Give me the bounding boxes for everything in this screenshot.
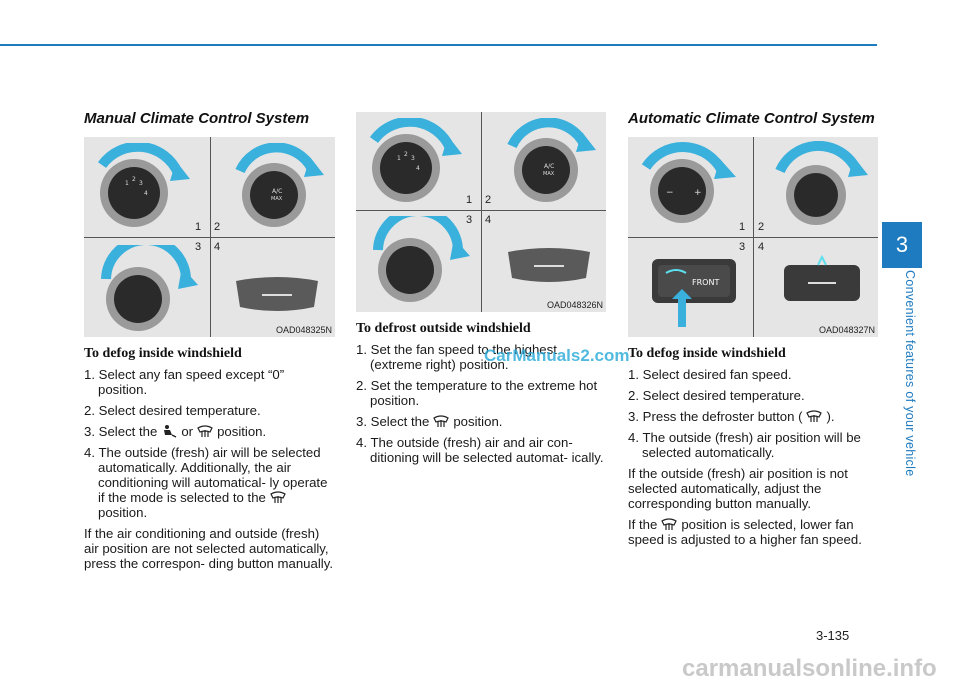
front-defrost-button-illustration: FRONT <box>652 259 736 327</box>
defrost-outside-figure: 1 2 3 4 A/C MAX 1 2 3 4 OAD048326N <box>356 112 606 312</box>
recirculation-button-illustration <box>508 248 590 282</box>
defrost-icon <box>270 491 286 503</box>
svg-text:+: + <box>694 188 702 198</box>
figure-label-2: 2 <box>758 221 765 233</box>
figure-divider-vertical <box>481 112 482 312</box>
fan-speed-dial-illustration: 1 2 3 4 <box>97 143 190 227</box>
note-paragraph: If the outside (fresh) air position is n… <box>628 466 848 511</box>
ac-label: A/C <box>544 163 554 170</box>
subheading: To defog inside windshield <box>84 346 242 361</box>
dial-mark-4: 4 <box>144 190 148 197</box>
ac-label: A/C <box>272 188 282 195</box>
recirculation-button-illustration <box>236 277 318 311</box>
figure-divider-horizontal <box>356 210 606 211</box>
step-item: 4. The outside (fresh) air position will… <box>628 430 861 460</box>
subheading: To defog inside windshield <box>628 346 786 361</box>
figure-code: OAD048327N <box>818 325 875 335</box>
automatic-climate-column: Automatic Climate Control System − + FRO… <box>628 110 878 553</box>
subheading: To defrost outside windshield <box>356 321 531 336</box>
manual-climate-figure: 1 2 3 4 A/C MAX 1 2 3 4 OAD048325N <box>84 137 335 337</box>
step-item: 1. Select desired fan speed. <box>628 367 792 382</box>
step-item: 3. Press the defroster button (). <box>628 409 835 424</box>
figure-label-4: 4 <box>214 241 221 253</box>
step-item: 1. Select any fan speed except “0” posit… <box>84 367 285 397</box>
dial-mark-1: 1 <box>397 155 401 162</box>
dial-mark-4: 4 <box>416 165 420 172</box>
svg-text:−: − <box>666 188 674 198</box>
step-item: 4. The outside (fresh) air will be selec… <box>84 445 328 520</box>
header-rule <box>0 44 877 46</box>
figure-code: OAD048325N <box>275 325 332 335</box>
steps-list: 1. Select desired fan speed. 2. Select d… <box>628 367 878 460</box>
figure-label-2: 2 <box>214 221 221 233</box>
step-item: 2. Select desired temperature. <box>84 403 261 418</box>
ac-dial-illustration: A/C MAX <box>235 143 324 227</box>
step-item: 2. Set the temperature to the extreme ho… <box>356 378 598 408</box>
dial-mark-2: 2 <box>132 176 136 183</box>
dial-mark-3: 3 <box>139 180 143 187</box>
defrost-icon <box>197 425 213 437</box>
defrost-icon <box>806 410 823 422</box>
fan-dial-illustration <box>775 141 868 225</box>
figure-label-3: 3 <box>195 241 202 253</box>
section-heading: Manual Climate Control System <box>84 110 310 127</box>
figure-label-1: 1 <box>195 221 202 233</box>
figure-label-4: 4 <box>758 241 765 253</box>
steps-list: 1. Select any fan speed except “0” posit… <box>84 367 335 520</box>
manual-climate-column: Manual Climate Control System 1 2 3 4 A/… <box>84 110 335 577</box>
defrost-icon <box>661 518 678 530</box>
note-paragraph: If the air conditioning and outside (fre… <box>84 526 333 571</box>
max-label: MAX <box>543 171 555 177</box>
defrost-icon <box>433 415 450 427</box>
figure-label-3: 3 <box>739 241 746 253</box>
fan-speed-dial-illustration: 1 2 3 4 <box>369 118 462 202</box>
step-item: 4. The outside (fresh) air and air con- … <box>356 435 604 465</box>
figure-divider-horizontal <box>628 237 878 238</box>
page-number: 3-135 <box>816 628 850 643</box>
defrost-outside-column: 1 2 3 4 A/C MAX 1 2 3 4 OAD048326N To de… <box>356 112 606 471</box>
figure-divider-horizontal <box>84 237 335 238</box>
dial-mark-1: 1 <box>125 180 129 187</box>
step-item: 1. Set the fan speed to the highest (ext… <box>356 342 557 372</box>
watermark-mid: CarManuals2.com <box>484 346 630 365</box>
dial-mark-3: 3 <box>411 155 415 162</box>
watermark-bottom: carmanualsonline.info <box>682 655 937 682</box>
mode-dial-illustration <box>373 216 470 302</box>
front-button-label: FRONT <box>692 278 719 287</box>
figure-label-3: 3 <box>466 214 473 226</box>
mode-dial-illustration <box>101 245 198 331</box>
section-heading: Automatic Climate Control System <box>628 110 875 127</box>
figure-label-1: 1 <box>466 194 473 206</box>
dial-mark-2: 2 <box>404 151 408 158</box>
figure-code: OAD048326N <box>546 300 603 310</box>
temperature-dial-illustration: − + <box>641 142 736 223</box>
steps-list: 1. Set the fan speed to the highest (ext… <box>356 342 606 465</box>
automatic-climate-figure: − + FRONT 1 2 3 4 OAD048327N <box>628 137 878 337</box>
max-label: MAX <box>271 196 283 202</box>
figure-label-1: 1 <box>739 221 746 233</box>
ac-dial-illustration: A/C MAX <box>507 118 596 202</box>
recirculation-button-illustration <box>784 255 860 301</box>
floor-defrost-mode-icon <box>164 425 177 438</box>
figure-label-2: 2 <box>485 194 492 206</box>
chapter-title: Convenient features of your vehicle <box>903 270 917 477</box>
step-item: 2. Select desired temperature. <box>628 388 805 403</box>
chapter-number-tab: 3 <box>882 222 922 268</box>
figure-label-4: 4 <box>485 214 492 226</box>
